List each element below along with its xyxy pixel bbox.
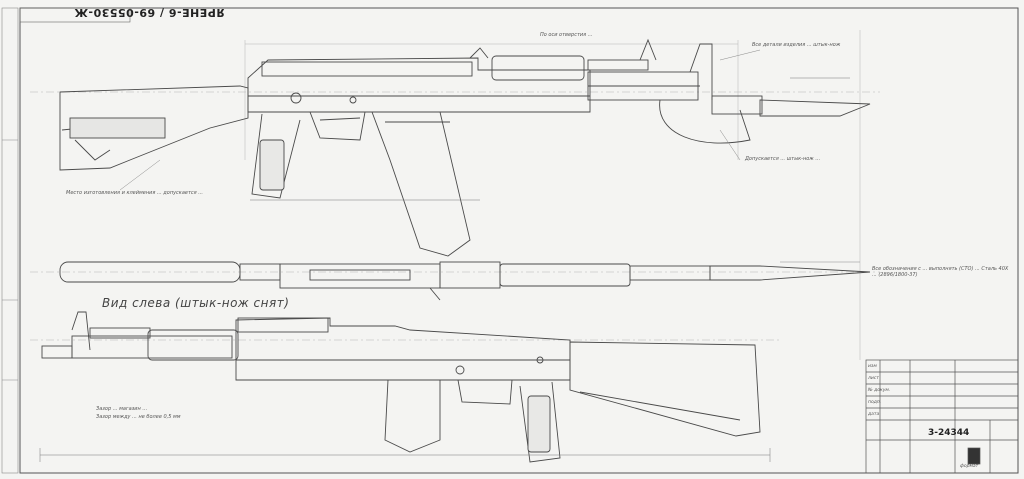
rifle-top-view <box>59 261 871 301</box>
note-mag: Зазор ... магазин ... <box>96 406 148 412</box>
note-bayonet: Все детали изделия ... штык-нож <box>752 42 841 48</box>
note-bayonet-lower: Допускается ... штык-нож ... <box>745 156 821 162</box>
sheet-border <box>19 7 1019 474</box>
left-binding-strip <box>1 7 19 474</box>
title-block-row-3: подп. <box>868 400 882 405</box>
title-block <box>865 359 1019 474</box>
construction-lines <box>30 30 880 360</box>
title-block-row-0: изм <box>868 364 877 369</box>
note-right: Все обозначения с ... выполнять (СТО) ..… <box>872 266 1009 278</box>
rifle-left-view <box>41 311 761 463</box>
title-block-row-1: лист <box>868 376 879 381</box>
dimension-lines <box>39 77 850 462</box>
rifle-right-view <box>59 38 871 257</box>
stamp-code: ЯРЕНЕ-6 / 69-05530-Ж <box>74 6 225 19</box>
title-block-row-4: дата <box>868 412 880 417</box>
top-stamp-box <box>19 7 131 23</box>
leader-lines <box>119 49 860 263</box>
view-left-title: Вид слева (штык-нож снят) <box>102 296 290 310</box>
title-block-row-2: № докум. <box>868 388 891 393</box>
sheet-size-label: формат <box>960 464 979 469</box>
document-number: 3-24344 <box>928 428 970 438</box>
note-butt: Место изготовления и клеймения ... допус… <box>66 190 203 196</box>
note-dim-top: По оси отверстия ... <box>540 32 593 38</box>
note-grip: Зазор между ... не более 0,5 мм <box>96 414 181 420</box>
